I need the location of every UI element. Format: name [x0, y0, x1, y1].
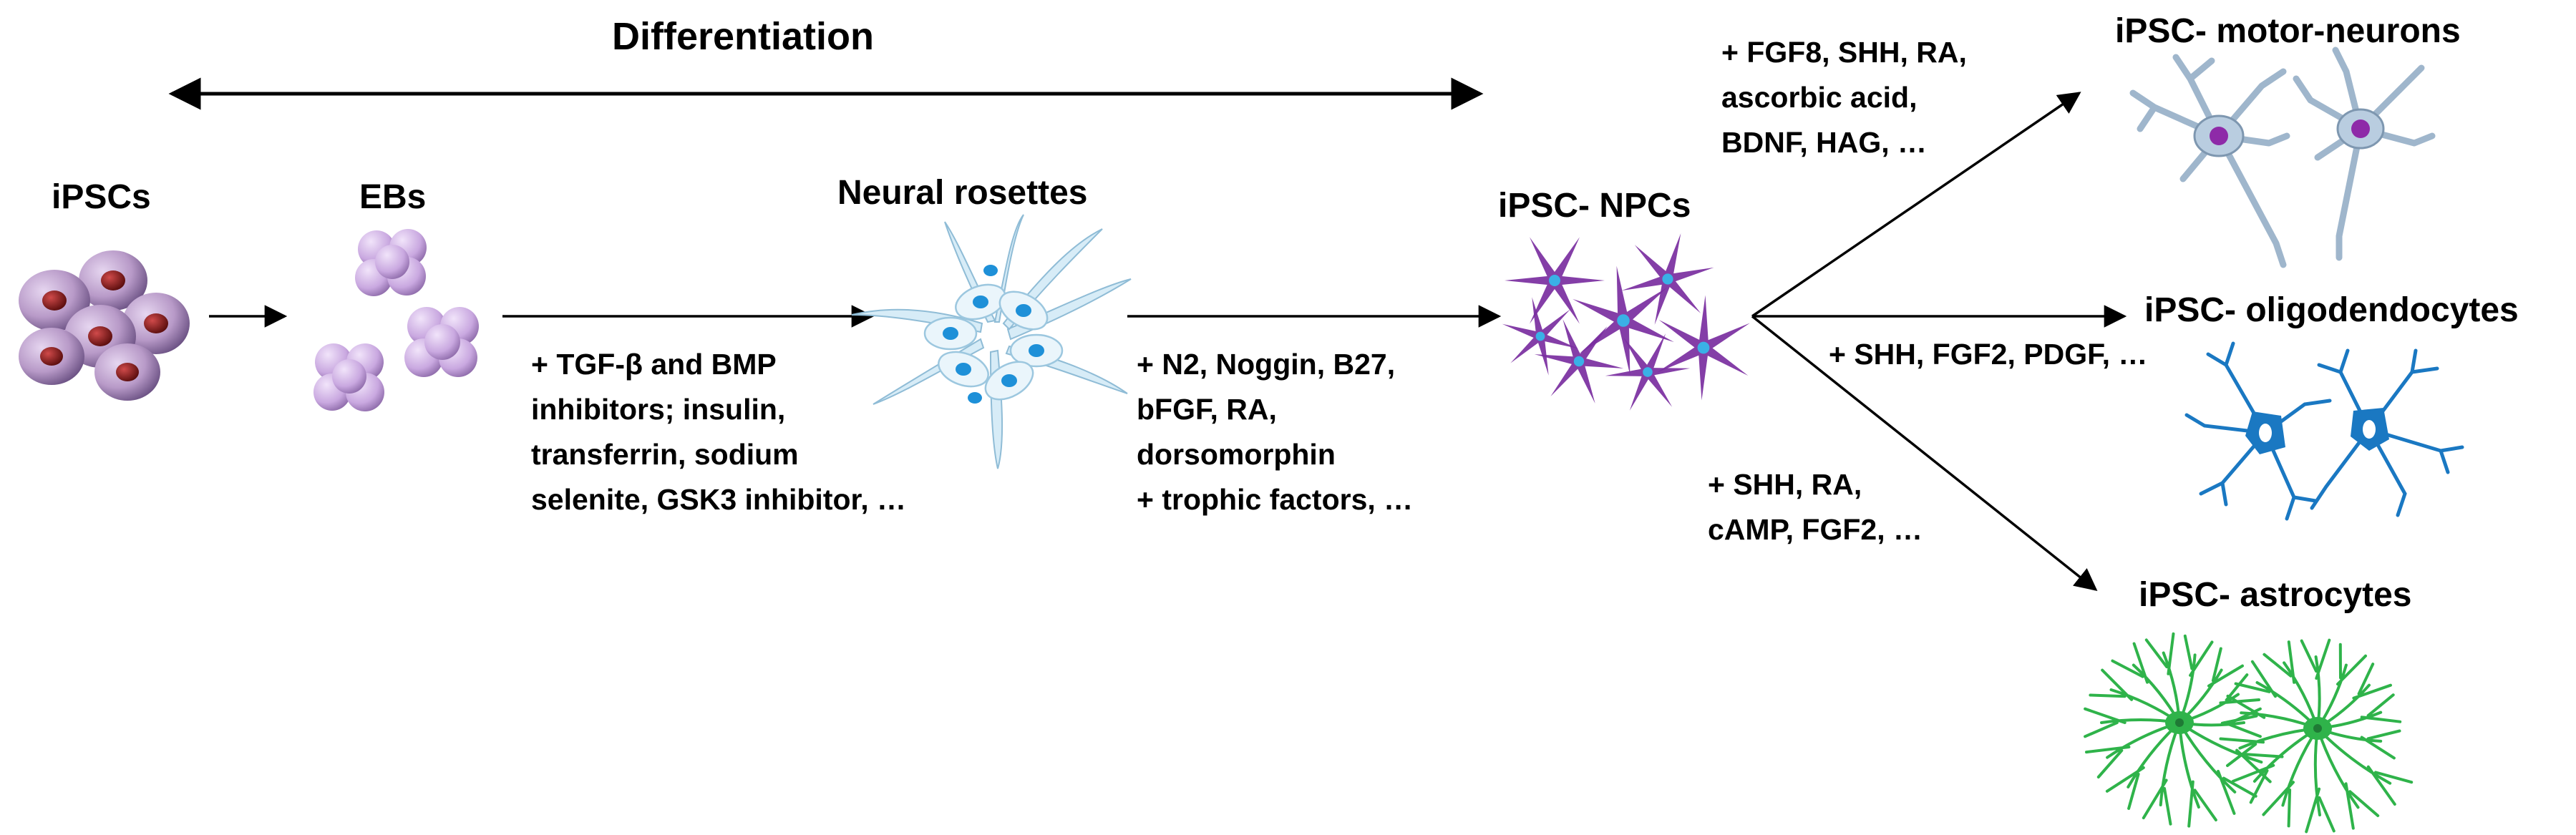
diagram-title: Differentiation: [612, 15, 875, 58]
reagent-line: + TGF-β and BMP: [531, 348, 777, 381]
reagent-line: bFGF, RA,: [1137, 393, 1277, 426]
stage-label-ipscs: iPSCs: [52, 178, 151, 216]
arrow-npcs-to-motor-neurons: [1751, 92, 2081, 318]
npc-cell: [1605, 333, 1691, 411]
reagent-line: inhibitors; insulin,: [531, 393, 786, 426]
astrocyte-cell: [2084, 632, 2284, 828]
stage-label-oligodendocytes: iPSC- oligodendocytes: [2144, 291, 2519, 329]
reagent-line: + N2, Noggin, B27,: [1137, 348, 1396, 381]
neural-rosette-illustration: [851, 214, 1132, 469]
stage-label-neural-rosettes: Neural rosettes: [837, 174, 1088, 212]
reagent-line: ascorbic acid,: [1721, 81, 1918, 114]
reagent-line: + FGF8, SHH, RA,: [1721, 36, 1967, 69]
reagents-to-npcs: + N2, Noggin, B27, bFGF, RA, dorsomorphi…: [1137, 342, 1413, 522]
reagent-line: transferrin, sodium: [531, 438, 799, 471]
reagent-line: + SHH, RA,: [1708, 468, 1862, 501]
npc-cell: [1505, 237, 1605, 324]
reagent-line: BDNF, HAG, …: [1721, 126, 1927, 159]
reagent-line: dorsomorphin: [1137, 438, 1336, 471]
npc-cell: [1621, 233, 1714, 325]
npc-cells-illustration: [1502, 233, 1750, 411]
reagents-to-motor-neurons: + FGF8, SHH, RA, ascorbic acid, BDNF, HA…: [1721, 30, 1967, 165]
reagents-to-rosettes: + TGF-β and BMP inhibitors; insulin, tra…: [531, 342, 906, 522]
eb-aggregates-illustration: [314, 229, 479, 411]
reagent-line: + SHH, FGF2, PDGF, …: [1829, 338, 2148, 371]
astrocytes-illustration: [2084, 632, 2414, 834]
reagent-line: + trophic factors, …: [1137, 483, 1414, 516]
npc-cell: [1534, 319, 1624, 404]
stage-label-npcs: iPSC- NPCs: [1498, 187, 1691, 225]
stage-label-ebs: EBs: [359, 178, 427, 216]
reagents-to-oligodendocytes: + SHH, FGF2, PDGF, …: [1829, 332, 2147, 377]
stage-label-astrocytes: iPSC- astrocytes: [2139, 576, 2412, 614]
oligodendrocytes-illustration: [2184, 341, 2464, 521]
motor-neurons-illustration: [2129, 47, 2436, 268]
npc-cell: [1573, 265, 1674, 376]
ipsc-cells-illustration: [19, 250, 190, 401]
astrocyte-cell: [2219, 638, 2414, 834]
reagents-to-astrocytes: + SHH, RA, cAMP, FGF2, …: [1708, 462, 1923, 552]
arrow-npcs-to-astrocytes: [1751, 315, 2098, 591]
npc-cell: [1657, 295, 1750, 401]
npc-cell: [1502, 297, 1579, 376]
reagent-line: selenite, GSK3 inhibitor, …: [531, 483, 906, 516]
stage-label-motor-neurons: iPSC- motor-neurons: [2115, 12, 2461, 50]
reagent-line: cAMP, FGF2, …: [1708, 513, 1923, 546]
